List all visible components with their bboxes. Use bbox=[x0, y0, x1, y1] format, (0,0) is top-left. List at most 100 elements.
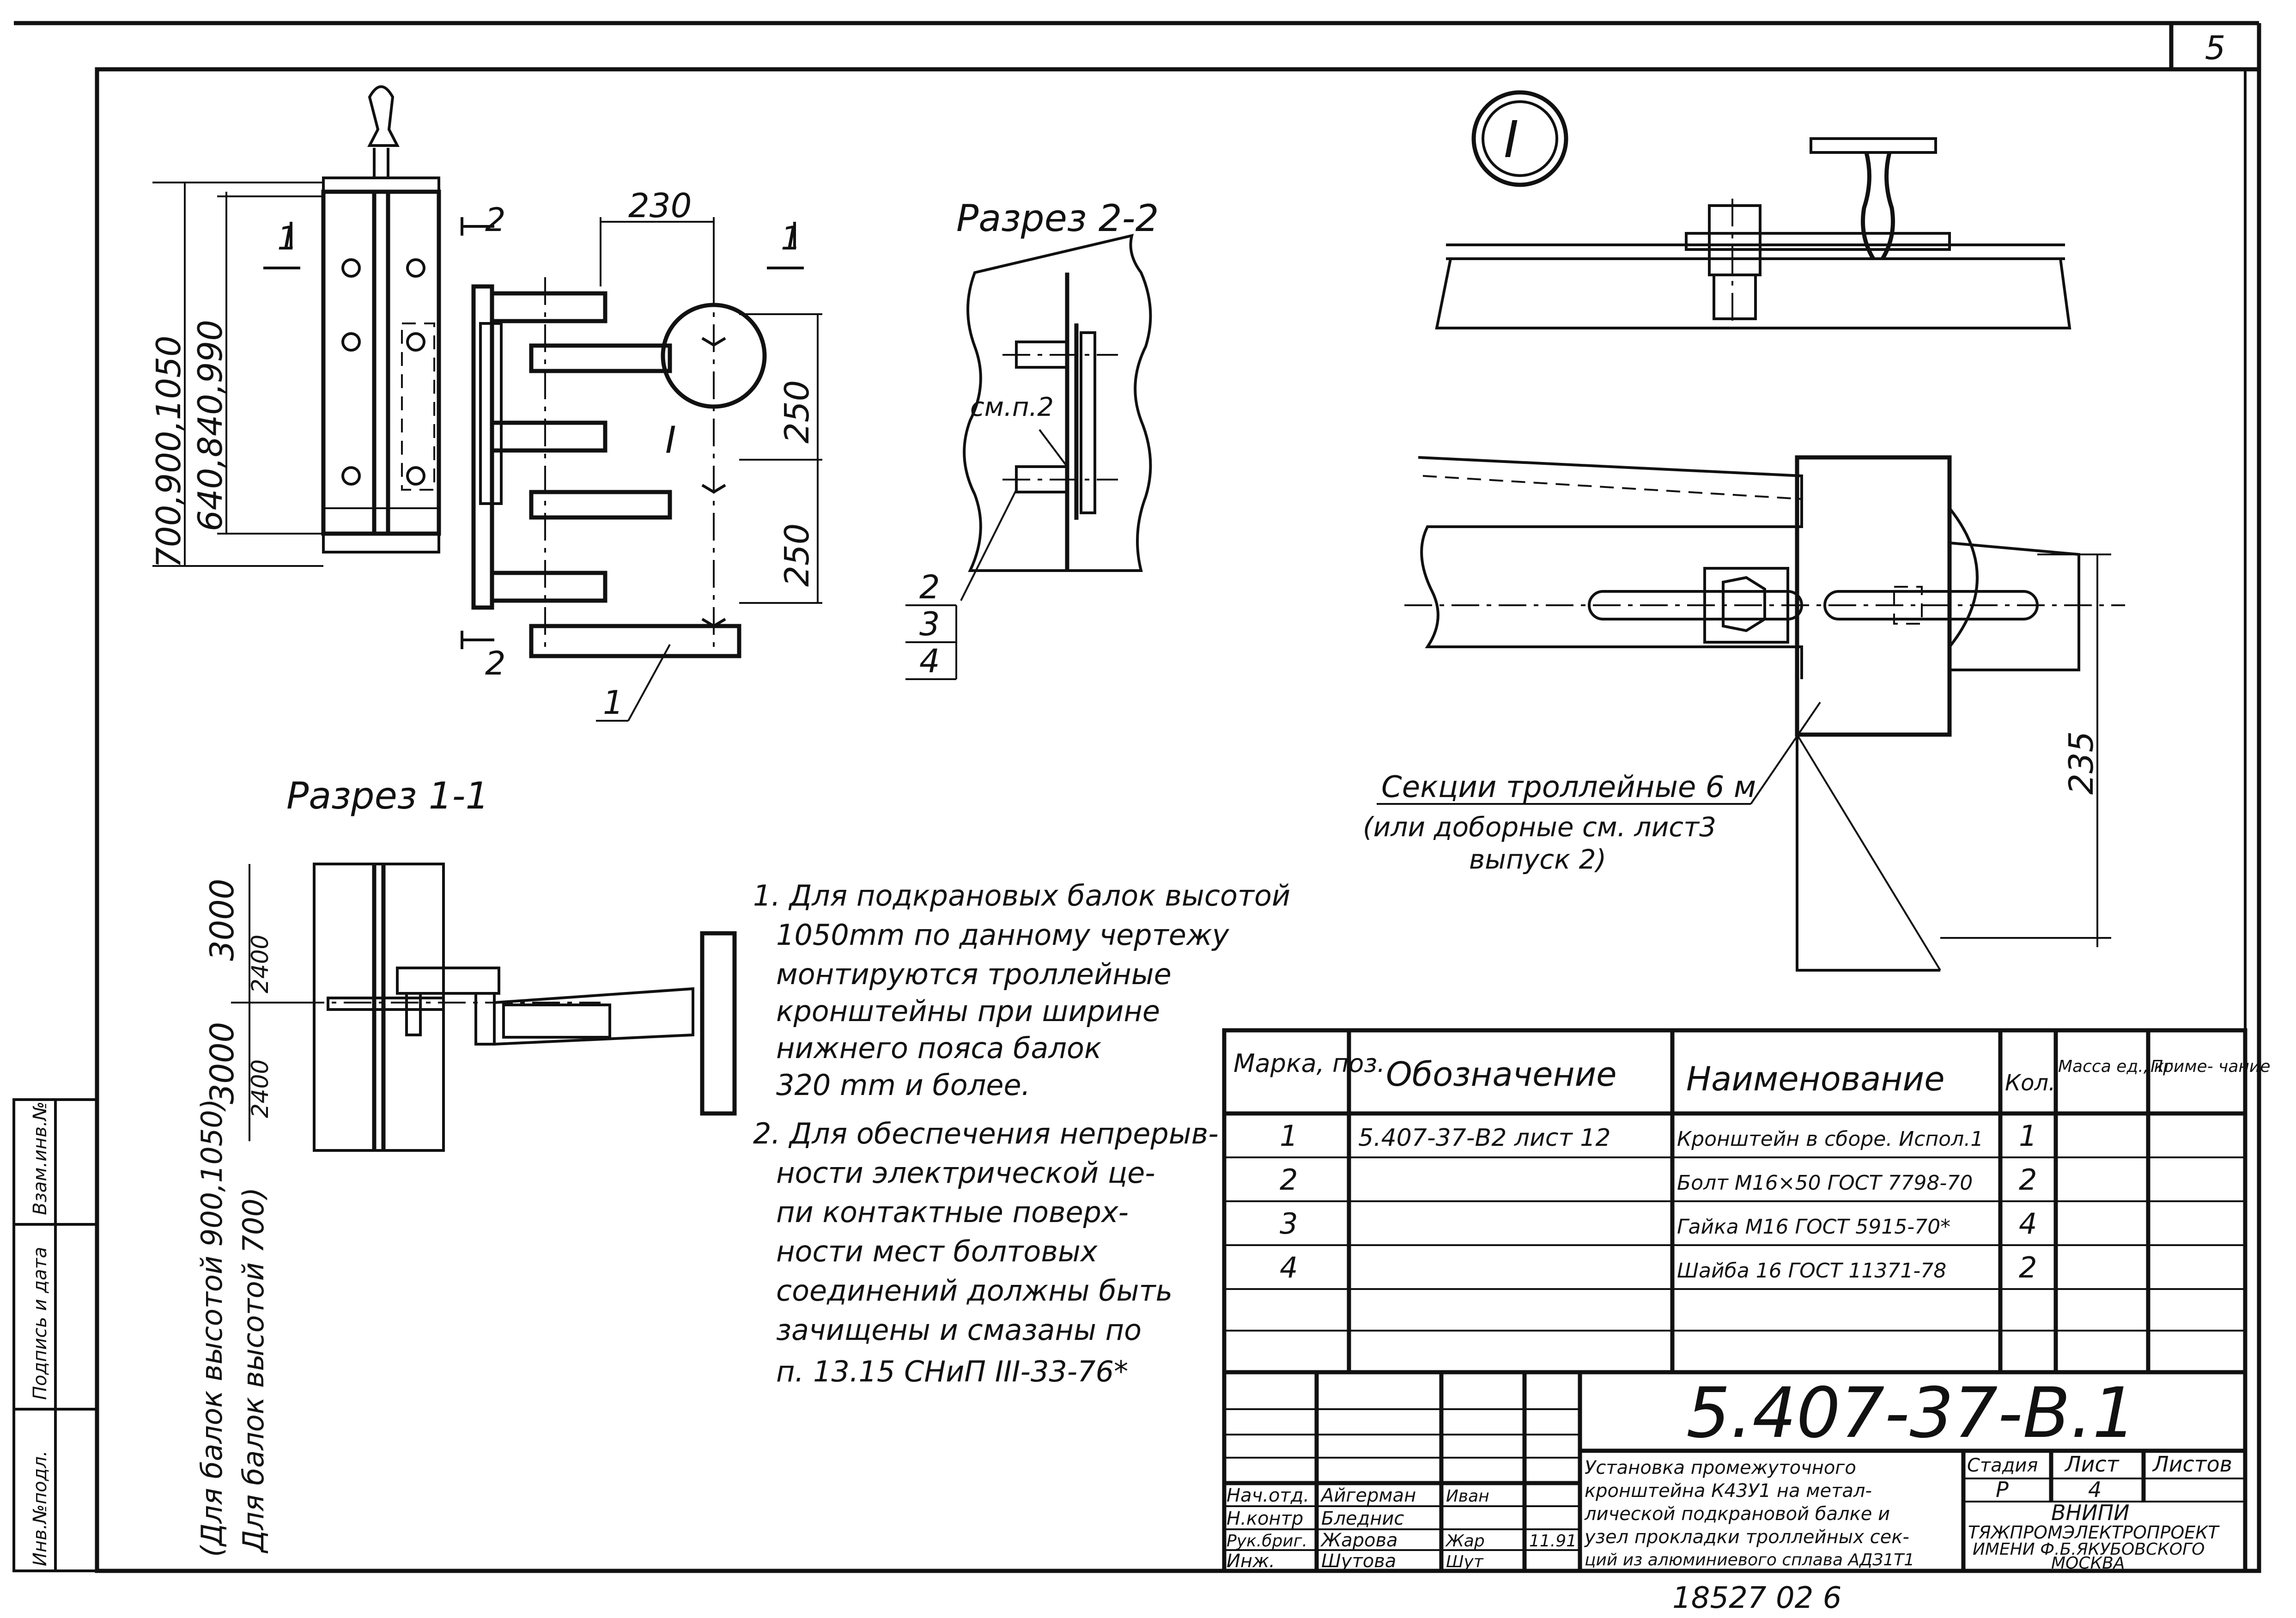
spec-header-mark: Марка, поз. bbox=[1233, 1049, 1385, 1078]
signature-role: Инж. bbox=[1227, 1551, 1275, 1572]
spec-table-row: 2 Болт М16×50 ГОСТ 7798-70 2 bbox=[1280, 1163, 2037, 1197]
signature-name: Айгерман bbox=[1320, 1485, 1416, 1506]
trolley-label-3: выпуск 2) bbox=[1469, 844, 1606, 875]
spec-cell-mark: 4 bbox=[1280, 1251, 1298, 1284]
note-line: п. 13.15 СНиП III-33-76* bbox=[776, 1355, 1128, 1388]
signature-name: Шутова bbox=[1321, 1551, 1396, 1572]
dim-beam-height: 700,900,1050 bbox=[149, 335, 188, 568]
signature-row: Рук.бриг. Жарова Жар 11.91 bbox=[1227, 1530, 1577, 1551]
elev-3000-top: 3000 bbox=[203, 879, 241, 961]
stamp-inv-no: Инв.№подл. bbox=[30, 1450, 51, 1566]
main-view-dimensions bbox=[152, 182, 822, 722]
side-stamp bbox=[12, 1098, 98, 1572]
detail-mark-title: I bbox=[1504, 110, 1519, 169]
spec-cell-name: Шайба 16 ГОСТ 11371-78 bbox=[1677, 1259, 1946, 1283]
elev-2400-bot: 2400 bbox=[247, 1059, 273, 1118]
title-line: кронштейна К43У1 на метал- bbox=[1585, 1480, 1872, 1502]
title-block-grid bbox=[1222, 1370, 2247, 1573]
trolley-label-1: Секции троллейные 6 м bbox=[1381, 770, 1756, 804]
note-line: нижнего пояса балок bbox=[776, 1031, 1102, 1065]
org-line: ТЯЖПРОМЭЛЕКТРОПРОЕКТ bbox=[1968, 1522, 2220, 1543]
note-line: зачищены и смазаны по bbox=[776, 1313, 1142, 1347]
spec-cell-name: Болт М16×50 ГОСТ 7798-70 bbox=[1677, 1171, 1973, 1195]
callout-ref-section2: см.п.2 bbox=[970, 392, 1054, 422]
spec-cell-qty: 4 bbox=[2019, 1207, 2037, 1241]
section-1-1-dimensions bbox=[231, 864, 314, 1141]
spec-header-qty: Кол. bbox=[2005, 1070, 2055, 1096]
signature-row: Нач.отд. Айгерман Иван bbox=[1227, 1485, 1489, 1506]
spec-table-row: 4 Шайба 16 ГОСТ 11371-78 2 bbox=[1280, 1251, 2037, 1284]
title-line: ций из алюминиевого сплава АДЗ1Т1 bbox=[1585, 1551, 1914, 1569]
stage-value: Р bbox=[1996, 1477, 2009, 1502]
trolley-section-plan bbox=[1377, 455, 2125, 972]
signature-role: Нач.отд. bbox=[1227, 1485, 1309, 1506]
title-line: лической подкрановой балке и bbox=[1584, 1503, 1890, 1525]
dim-inner-height: 640,840,990 bbox=[191, 320, 230, 531]
spec-cell-qty: 1 bbox=[2019, 1119, 2037, 1153]
vertical-note-1: (Для балок высотой 900,1050) bbox=[195, 1099, 229, 1557]
note-line: 1050mm по данному чертежу bbox=[776, 918, 1230, 952]
callout-pos-4: 4 bbox=[919, 642, 940, 680]
org-line: ВНИПИ bbox=[2051, 1500, 2130, 1525]
section-2-2-title: Разрез 2-2 bbox=[956, 197, 1159, 240]
stamp-replaced-inv: Взам.инв.№ bbox=[30, 1101, 51, 1215]
spec-cell-designation: 5.407-37-В2 лист 12 bbox=[1358, 1124, 1610, 1152]
dim-pitch-2: 250 bbox=[777, 523, 816, 587]
stamp-sign-date: Подпись и дата bbox=[30, 1247, 51, 1400]
note-line: 2. Для обеспечения непрерыв- bbox=[753, 1117, 1219, 1150]
signature-sign: Иван bbox=[1446, 1487, 1489, 1506]
section-mark-2-top: 2 bbox=[485, 201, 506, 239]
note-line: 1. Для подкрановых балок высотой bbox=[753, 879, 1290, 912]
section-2-2-view bbox=[905, 233, 1152, 680]
spec-header-name: Наименование bbox=[1686, 1059, 1945, 1098]
vertical-note-2: Для балок высотой 700) bbox=[237, 1187, 270, 1554]
signature-date: 11.91 bbox=[1529, 1532, 1577, 1551]
section-1-1-view bbox=[249, 863, 737, 1152]
signature-role: Рук.бриг. bbox=[1227, 1532, 1307, 1551]
sheet-no-value: 4 bbox=[2088, 1477, 2102, 1502]
spec-table-row: 1 5.407-37-В2 лист 12 Кронштейн в сборе.… bbox=[1280, 1119, 2037, 1153]
title-line: узел прокладки троллейных сек- bbox=[1584, 1527, 1909, 1548]
title-line: Установка промежуточного bbox=[1585, 1457, 1856, 1478]
note-line: кронштейны при ширине bbox=[776, 994, 1160, 1028]
note-line: пи контактные поверх- bbox=[776, 1195, 1129, 1229]
callout-pos-2: 2 bbox=[919, 568, 940, 606]
spec-header-mass: Масса ед., кг bbox=[2058, 1057, 2173, 1076]
note-line: ности электрической це- bbox=[776, 1156, 1155, 1190]
callout-pos-1: 1 bbox=[603, 684, 624, 722]
footer-number: 18527 02 6 bbox=[1672, 1581, 1841, 1615]
stage-label: Стадия bbox=[1967, 1455, 2038, 1476]
spec-cell-name: Гайка М16 ГОСТ 5915-70* bbox=[1677, 1215, 1950, 1239]
sheet-label: Лист bbox=[2064, 1452, 2120, 1477]
note-line: 320 mm и более. bbox=[776, 1068, 1030, 1102]
signature-name: Бледнис bbox=[1321, 1508, 1404, 1529]
detail-mark-main: I bbox=[665, 419, 676, 462]
spec-cell-mark: 2 bbox=[1280, 1163, 1298, 1197]
section-mark-1-left: 1 bbox=[277, 219, 298, 257]
elev-2400-top: 2400 bbox=[247, 935, 273, 993]
note-line: монтируются троллейные bbox=[776, 957, 1172, 991]
doc-code: 5.407-37-B.1 bbox=[1686, 1373, 2137, 1454]
dim-detail-235: 235 bbox=[2062, 731, 2101, 795]
signature-row: Н.контр Бледнис bbox=[1227, 1508, 1404, 1529]
spec-cell-qty: 2 bbox=[2019, 1251, 2037, 1284]
spec-header-note: Приме- чание bbox=[2150, 1057, 2270, 1076]
spec-table-row: 3 Гайка М16 ГОСТ 5915-70* 4 bbox=[1280, 1207, 2037, 1241]
org-line: МОСКВА bbox=[2051, 1554, 2125, 1573]
spec-cell-mark: 1 bbox=[1280, 1119, 1298, 1153]
spec-header-designation: Обозначение bbox=[1386, 1055, 1617, 1094]
spec-cell-qty: 2 bbox=[2019, 1163, 2037, 1197]
page-number: 5 bbox=[2205, 29, 2226, 67]
signature-sign: Жар bbox=[1445, 1532, 1485, 1551]
detail-i-view bbox=[1435, 90, 2071, 329]
trolley-label-2: (или доборные см. лист3 bbox=[1363, 811, 1716, 843]
section-mark-2-bottom: 2 bbox=[485, 645, 506, 682]
dim-pitch-1: 250 bbox=[777, 380, 816, 444]
sheets-label: Листов bbox=[2152, 1452, 2232, 1477]
note-line: соединений должны быть bbox=[776, 1274, 1172, 1308]
signature-sign: Шут bbox=[1446, 1552, 1484, 1571]
org-line: ИМЕНИ Ф.Б.ЯКУБОВСКОГО bbox=[1973, 1540, 2205, 1559]
elev-3000-bot: 3000 bbox=[203, 1022, 241, 1104]
